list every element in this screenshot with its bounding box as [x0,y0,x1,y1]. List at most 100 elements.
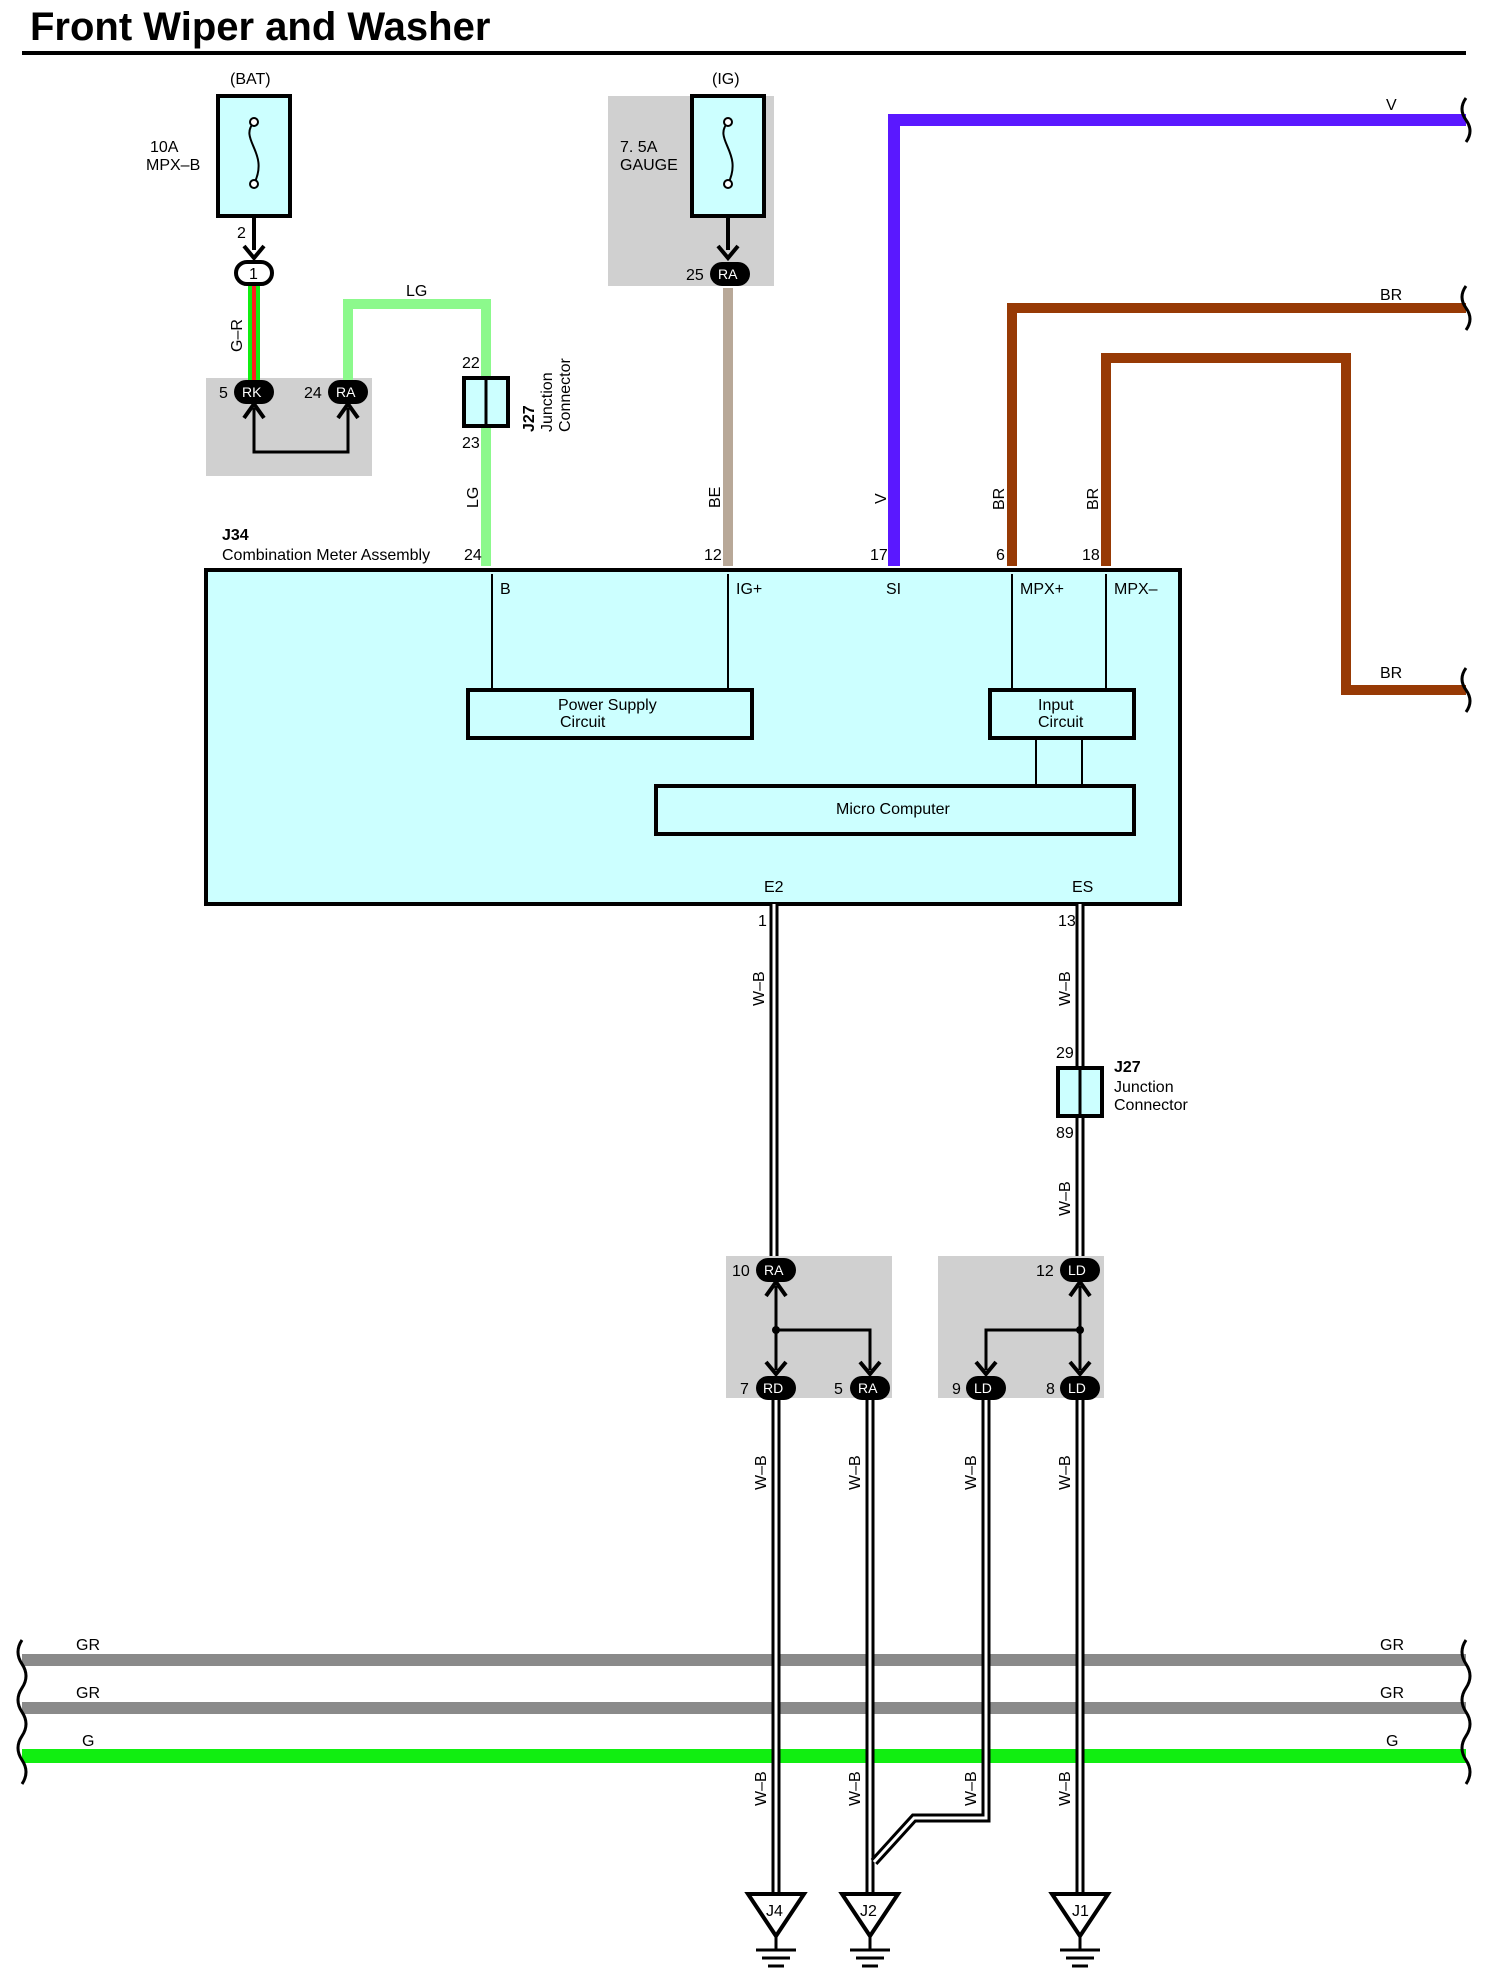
wire-wb-e2-label: W–B [751,971,768,1006]
wb-label-5-upper: W–B [847,1455,864,1490]
ground-j1 [1048,1892,1112,1968]
pin-6: 6 [996,547,1005,564]
wire-lg-upper [343,299,491,380]
wire-wb-es-lower-label: W–B [1057,1181,1074,1216]
wb-label-9-upper: W–B [963,1455,980,1490]
break-mark-br2 [1460,667,1472,713]
fuse-gauge [690,94,766,218]
break-mark-v [1460,97,1472,143]
wire-gr-1-right-label: GR [1380,1637,1404,1654]
fuse-gauge-symbol [722,121,734,185]
terminal-e2: E2 [764,879,784,896]
connector-ra-gauge-label: RA [718,266,738,282]
wire-br-mpx-plus-label: BR [991,488,1008,510]
j27-bottom-pin-bottom: 89 [1056,1125,1074,1142]
wb-label-7-lower: W–B [753,1771,770,1806]
wb-label-9-lower: W–B [963,1771,980,1806]
micro-computer-label: Micro Computer [836,801,950,818]
connector-ld-8-label: LD [1068,1380,1086,1396]
connector-rd-7-label: RD [763,1380,783,1396]
j27-top-line2: Connector [557,358,574,432]
fuse-mpx-b-name: MPX–B [146,157,200,174]
terminal-si: SI [886,581,901,598]
power-supply-line1: Power Supply [558,697,657,714]
connector-ra-gauge [710,262,750,286]
wire-gr-1-left-label: GR [76,1637,100,1654]
wire-br-top-label: BR [1380,287,1402,304]
j27-top-pin-top: 22 [462,355,480,372]
connector-ld-8 [1060,1376,1100,1400]
junction-internal-link [252,408,350,454]
wb-label-7-upper: W–B [753,1455,770,1490]
connector-rd-7-pin: 7 [740,1381,749,1398]
wire-v-top-label: V [1386,97,1397,114]
j27-top-line1: Junction [539,372,556,432]
bat-source-label: (BAT) [230,71,271,88]
connector-ra-5-label: RA [858,1380,878,1396]
micro-computer [654,784,1136,836]
power-supply-line2: Circuit [560,714,606,731]
j27-top-id: J27 [521,405,538,432]
j27-bottom-id: J27 [1114,1059,1141,1076]
break-mark-left [16,1639,28,1785]
wire-br-mpx-plus [1007,303,1466,566]
ground-j4 [744,1892,808,1968]
wire-g-r-label: G–R [229,319,246,352]
wb-label-8-upper: W–B [1057,1455,1074,1490]
connector-1-label: 1 [249,266,258,283]
input-circuit-line2: Circuit [1038,714,1084,731]
ground-j2-label: J2 [860,1903,877,1920]
j27-bottom-pin-top: 29 [1056,1045,1074,1062]
wire-br-right-label: BR [1380,665,1402,682]
wire-v-label: V [873,493,890,504]
break-mark-br1 [1460,285,1472,331]
wire-g-right-label: G [1386,1733,1398,1750]
pin-1: 1 [758,913,767,930]
connector-ld-12-label: LD [1068,1262,1086,1278]
fuse-mpx-b-pin: 2 [237,225,246,242]
wb-label-8-lower: W–B [1057,1771,1074,1806]
fuse-gauge-rating: 7. 5A [620,139,658,156]
terminal-mpx-minus: MPX– [1114,581,1158,598]
pin-12: 12 [704,547,722,564]
connector-rd-7 [756,1376,796,1400]
fuse-gauge-name: GAUGE [620,157,678,174]
connector-rk [234,380,274,404]
connector-rk-label: RK [242,384,262,400]
fuse-mpx-b [216,94,292,218]
wire-wb-es-label: W–B [1057,971,1074,1006]
input-circuit [988,688,1136,740]
terminal-b: B [500,581,511,598]
connector-ra-junction-label: RA [336,384,356,400]
page-title: Front Wiper and Washer [30,5,490,49]
connector-ra-10-label: RA [764,1262,784,1278]
wire-wb-drops [771,1400,1085,1892]
wb-label-5-lower: W–B [847,1771,864,1806]
terminal-es: ES [1072,879,1093,896]
wire-br-mpx-minus [1101,353,1466,695]
fuse-mpx-b-symbol [248,121,260,185]
connector-ld-12-pin: 12 [1036,1263,1054,1280]
title-rule [22,51,1466,55]
connector-ld-12 [1060,1258,1100,1282]
j27-top-pin-bottom: 23 [462,435,480,452]
connector-ld-8-pin: 8 [1046,1381,1055,1398]
ground-j1-label: J1 [1072,1903,1089,1920]
j27-bottom-line2: Connector [1114,1097,1188,1114]
connector-rk-pin: 5 [219,385,228,402]
connector-ld-9 [966,1376,1006,1400]
connector-ra-10 [756,1258,796,1282]
input-circuit-line1: Input [1038,697,1074,714]
connector-1 [234,260,274,286]
wire-gr-2-left-label: GR [76,1685,100,1702]
wire-be-label: BE [707,487,724,508]
meter-name: Combination Meter Assembly [222,547,430,564]
connector-ra-10-pin: 10 [732,1263,750,1280]
wire-br-mpx-minus-label: BR [1085,488,1102,510]
meter-id: J34 [222,527,249,544]
pin-13: 13 [1058,913,1076,930]
connector-ld-9-label: LD [974,1380,992,1396]
j27-bottom-line1: Junction [1114,1079,1174,1096]
connector-ra-gauge-pin: 25 [686,267,704,284]
